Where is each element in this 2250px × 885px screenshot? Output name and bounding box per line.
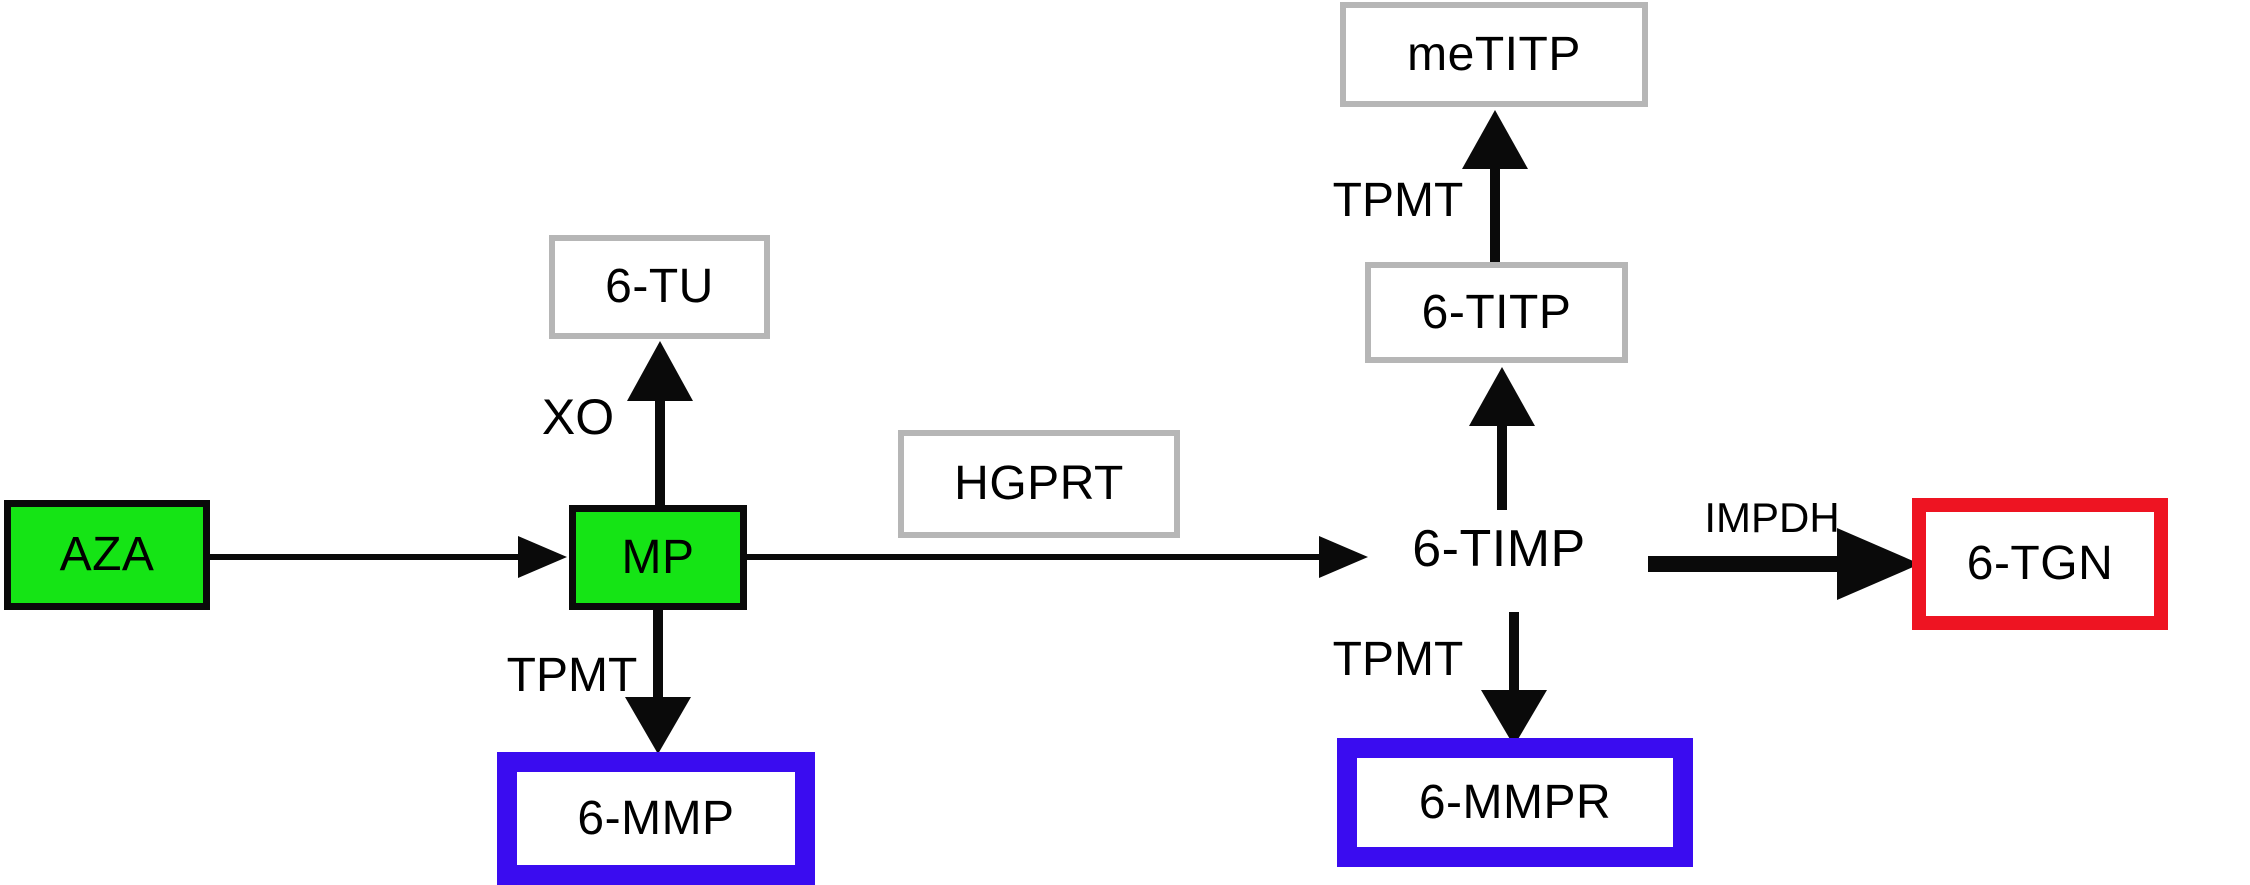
enzyme-label-tpmt-mp: TPMT: [506, 649, 638, 702]
node-6timp-label: 6-TIMP: [1412, 520, 1586, 578]
node-6tgn-label: 6-TGN: [1966, 537, 2114, 590]
arrow-mp-to-6timp: [747, 536, 1368, 578]
node-6titp-label: 6-TITP: [1421, 285, 1572, 339]
node-6tgn: 6-TGN: [1912, 498, 2168, 630]
node-6tu: 6-TU: [549, 235, 770, 339]
node-mp: MP: [569, 505, 747, 610]
node-6tu-label: 6-TU: [605, 260, 714, 313]
node-6mmp: 6-MMP: [497, 752, 815, 885]
arrow-mp-to-6tu: [627, 341, 693, 505]
arrow-6timp-to-6tgn: [1648, 528, 1920, 600]
node-mp-label: MP: [621, 530, 695, 584]
arrow-aza-to-mp: [210, 536, 567, 578]
node-6timp: 6-TIMP: [1399, 519, 1599, 579]
enzyme-label-tpmt-timp: TPMT: [1332, 633, 1464, 686]
node-metitp-label: meTITP: [1407, 27, 1581, 81]
enzyme-label-impdh: IMPDH: [1704, 494, 1840, 541]
node-aza: AZA: [4, 500, 210, 610]
arrow-6timp-to-6titp: [1469, 367, 1535, 510]
enzyme-label-tpmt-titp: TPMT: [1332, 174, 1464, 227]
node-hgprt: HGPRT: [898, 430, 1180, 538]
node-hgprt-label: HGPRT: [954, 457, 1124, 510]
node-aza-label: AZA: [59, 528, 155, 581]
node-6mmp-label: 6-MMP: [577, 791, 735, 845]
enzyme-label-xo: XO: [541, 389, 615, 445]
node-6mmpr-label: 6-MMPR: [1418, 775, 1612, 829]
arrow-6titp-to-metitp: [1462, 110, 1528, 262]
arrow-6timp-to-6mmpr: [1481, 612, 1547, 746]
arrow-mp-to-6mmp: [625, 610, 691, 754]
node-metitp: meTITP: [1340, 2, 1648, 107]
node-6mmpr: 6-MMPR: [1337, 738, 1693, 867]
node-6titp: 6-TITP: [1365, 262, 1628, 363]
